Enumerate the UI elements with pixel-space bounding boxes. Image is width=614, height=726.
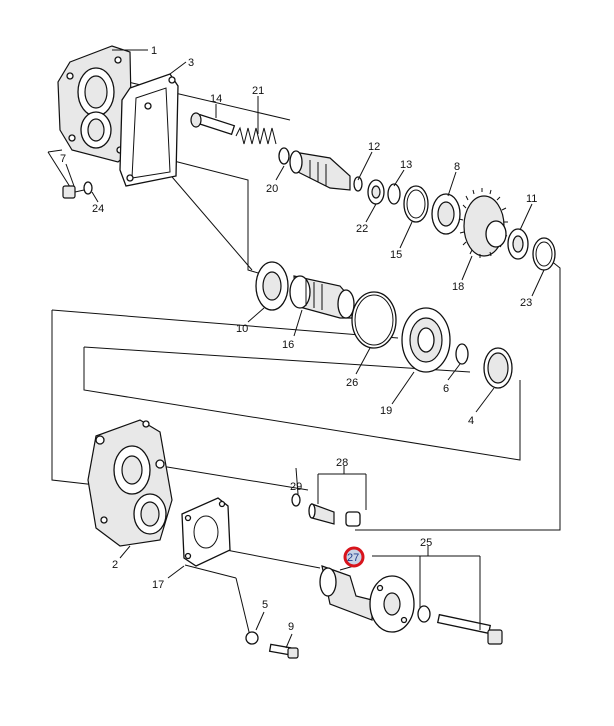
- shaft-14[interactable]: [190, 112, 236, 136]
- callout-18[interactable]: 18: [452, 281, 464, 293]
- washer-5[interactable]: [245, 631, 259, 645]
- callout-20[interactable]: 20: [266, 183, 278, 195]
- callout-19[interactable]: 19: [380, 405, 392, 417]
- washer-20[interactable]: [278, 147, 290, 165]
- bearing-10[interactable]: [255, 261, 289, 311]
- callout-25[interactable]: 25: [420, 537, 432, 549]
- callout-26[interactable]: 26: [346, 377, 358, 389]
- callout-labels: 1 3 14 21 12 13 8 11 20 22 15 18 23 10 1…: [60, 45, 537, 633]
- bearing-11[interactable]: [507, 228, 529, 260]
- callout-10[interactable]: 10: [236, 323, 248, 335]
- input-shaft[interactable]: [289, 150, 351, 191]
- o-ring-29[interactable]: [291, 493, 301, 507]
- callout-8[interactable]: 8: [454, 161, 460, 173]
- callout-3[interactable]: 3: [188, 57, 194, 69]
- callout-6[interactable]: 6: [443, 383, 449, 395]
- callout-16[interactable]: 16: [282, 339, 294, 351]
- washer-flange[interactable]: [417, 605, 431, 623]
- circlip-26[interactable]: [351, 291, 397, 349]
- snap-ring-12[interactable]: [353, 176, 363, 192]
- bearing-8[interactable]: [431, 193, 461, 235]
- housing-2[interactable]: [87, 419, 173, 547]
- gasket-3[interactable]: [119, 73, 179, 187]
- plunger-28[interactable]: [308, 503, 361, 527]
- highlight-ring[interactable]: [343, 546, 365, 568]
- bolt-flange[interactable]: [436, 613, 503, 645]
- seal-13[interactable]: [387, 183, 401, 205]
- callout-1[interactable]: 1: [151, 45, 157, 57]
- callout-28[interactable]: 28: [336, 457, 348, 469]
- ring-15[interactable]: [403, 185, 429, 223]
- bearing-22[interactable]: [367, 179, 385, 205]
- callout-22[interactable]: 22: [356, 223, 368, 235]
- washer-24[interactable]: [83, 181, 93, 195]
- callout-23[interactable]: 23: [520, 297, 532, 309]
- output-flange-25[interactable]: [319, 565, 415, 633]
- seal-4[interactable]: [483, 347, 513, 389]
- spring-21[interactable]: [235, 126, 277, 145]
- callout-27[interactable]: 27: [347, 552, 359, 564]
- housing-1[interactable]: [57, 45, 133, 163]
- callout-9[interactable]: 9: [288, 621, 294, 633]
- bearing-19[interactable]: [401, 307, 451, 373]
- callout-5[interactable]: 5: [262, 599, 268, 611]
- callout-7[interactable]: 7: [60, 153, 66, 165]
- gasket-17[interactable]: [181, 497, 231, 567]
- ring-23[interactable]: [532, 237, 556, 271]
- bolt-7[interactable]: [62, 185, 85, 199]
- callout-24[interactable]: 24: [92, 203, 104, 215]
- ring-6[interactable]: [455, 343, 469, 365]
- callout-4[interactable]: 4: [468, 415, 474, 427]
- callout-12[interactable]: 12: [368, 141, 380, 153]
- callout-14[interactable]: 14: [210, 93, 222, 105]
- callout-2[interactable]: 2: [112, 559, 118, 571]
- callout-17[interactable]: 17: [152, 579, 164, 591]
- callout-29[interactable]: 29: [290, 481, 302, 493]
- gear-18[interactable]: [458, 188, 508, 258]
- callout-11[interactable]: 11: [526, 193, 537, 205]
- callout-15[interactable]: 15: [390, 249, 402, 261]
- callout-27-highlight[interactable]: 27: [343, 546, 365, 568]
- callout-13[interactable]: 13: [400, 159, 412, 171]
- gear-shaft-16[interactable]: [289, 275, 355, 319]
- callout-21[interactable]: 21: [252, 85, 264, 97]
- bolt-9[interactable]: [268, 643, 299, 659]
